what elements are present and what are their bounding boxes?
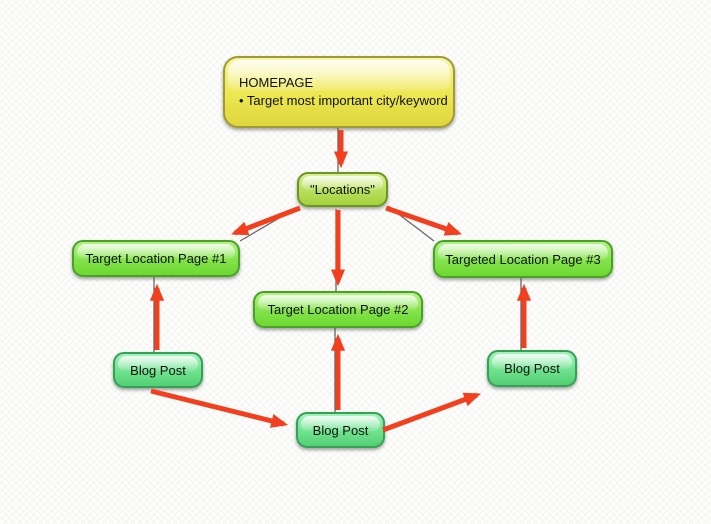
blog-left-label: Blog Post [130,362,186,378]
homepage-title: HOMEPAGE [239,75,314,90]
node-target-location-page-1: Target Location Page #1 [72,240,240,277]
node-blog-post-bottom: Blog Post [296,412,385,448]
blog-right-label: Blog Post [504,361,560,376]
node-locations: "Locations" [297,172,388,207]
arrow-blog-left-to-blog-bottom [150,388,289,428]
arrow-locations-to-page3 [385,205,463,236]
node-blog-post-left: Blog Post [113,352,203,388]
node-blog-post-right: Blog Post [487,350,577,387]
blog-bottom-label: Blog Post [312,422,369,438]
node-target-location-page-2: Target Location Page #2 [253,291,423,328]
node-targeted-location-page-3: Targeted Location Page #3 [433,240,613,278]
node-homepage: HOMEPAGE • Target most important city/ke… [223,56,455,128]
arrow-blog-bottom-to-blog-right [382,392,481,433]
locations-label: "Locations" [310,182,375,197]
arrow-locations-to-page1 [231,205,301,236]
page2-label: Target Location Page #2 [267,302,409,317]
page1-label: Target Location Page #1 [85,251,227,266]
page3-label: Targeted Location Page #3 [445,251,601,267]
connector-locations-to-page3 [387,205,435,242]
homepage-bullet: • Target most important city/keyword [239,93,448,108]
connector-locations-to-page1 [239,206,299,242]
